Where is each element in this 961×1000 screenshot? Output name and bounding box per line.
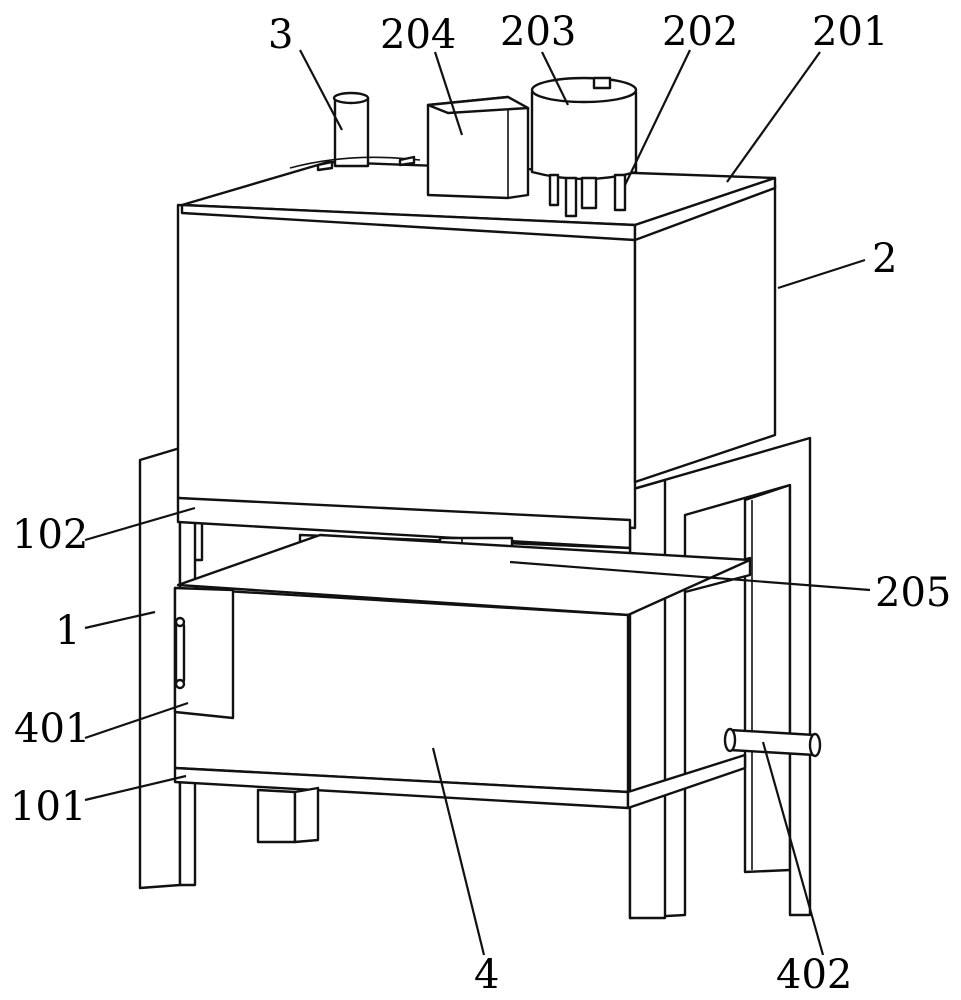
label-4: 4 xyxy=(474,952,499,998)
box-body xyxy=(176,160,777,530)
feed-pipe-3 xyxy=(289,91,421,172)
mount-202 xyxy=(548,173,627,218)
label-202: 202 xyxy=(662,9,738,55)
label-204: 204 xyxy=(380,12,456,58)
part-labels: 3 204 203 202 201 2 102 205 1 401 101 4 … xyxy=(10,9,951,998)
leader-lines xyxy=(84,49,871,956)
label-402: 402 xyxy=(776,952,852,998)
label-1: 1 xyxy=(55,608,80,654)
drawer-4 xyxy=(173,533,752,794)
label-201: 201 xyxy=(812,9,888,55)
label-102: 102 xyxy=(12,512,88,558)
outlet-pipe-402 xyxy=(723,727,822,758)
label-3: 3 xyxy=(268,12,293,58)
label-203: 203 xyxy=(500,9,576,55)
bottom-rail-101 xyxy=(173,753,747,844)
label-101: 101 xyxy=(10,784,86,830)
label-205: 205 xyxy=(875,570,951,616)
motor-203 xyxy=(530,76,638,181)
control-box-204 xyxy=(426,95,530,200)
label-401: 401 xyxy=(14,706,90,752)
label-2: 2 xyxy=(872,236,897,282)
